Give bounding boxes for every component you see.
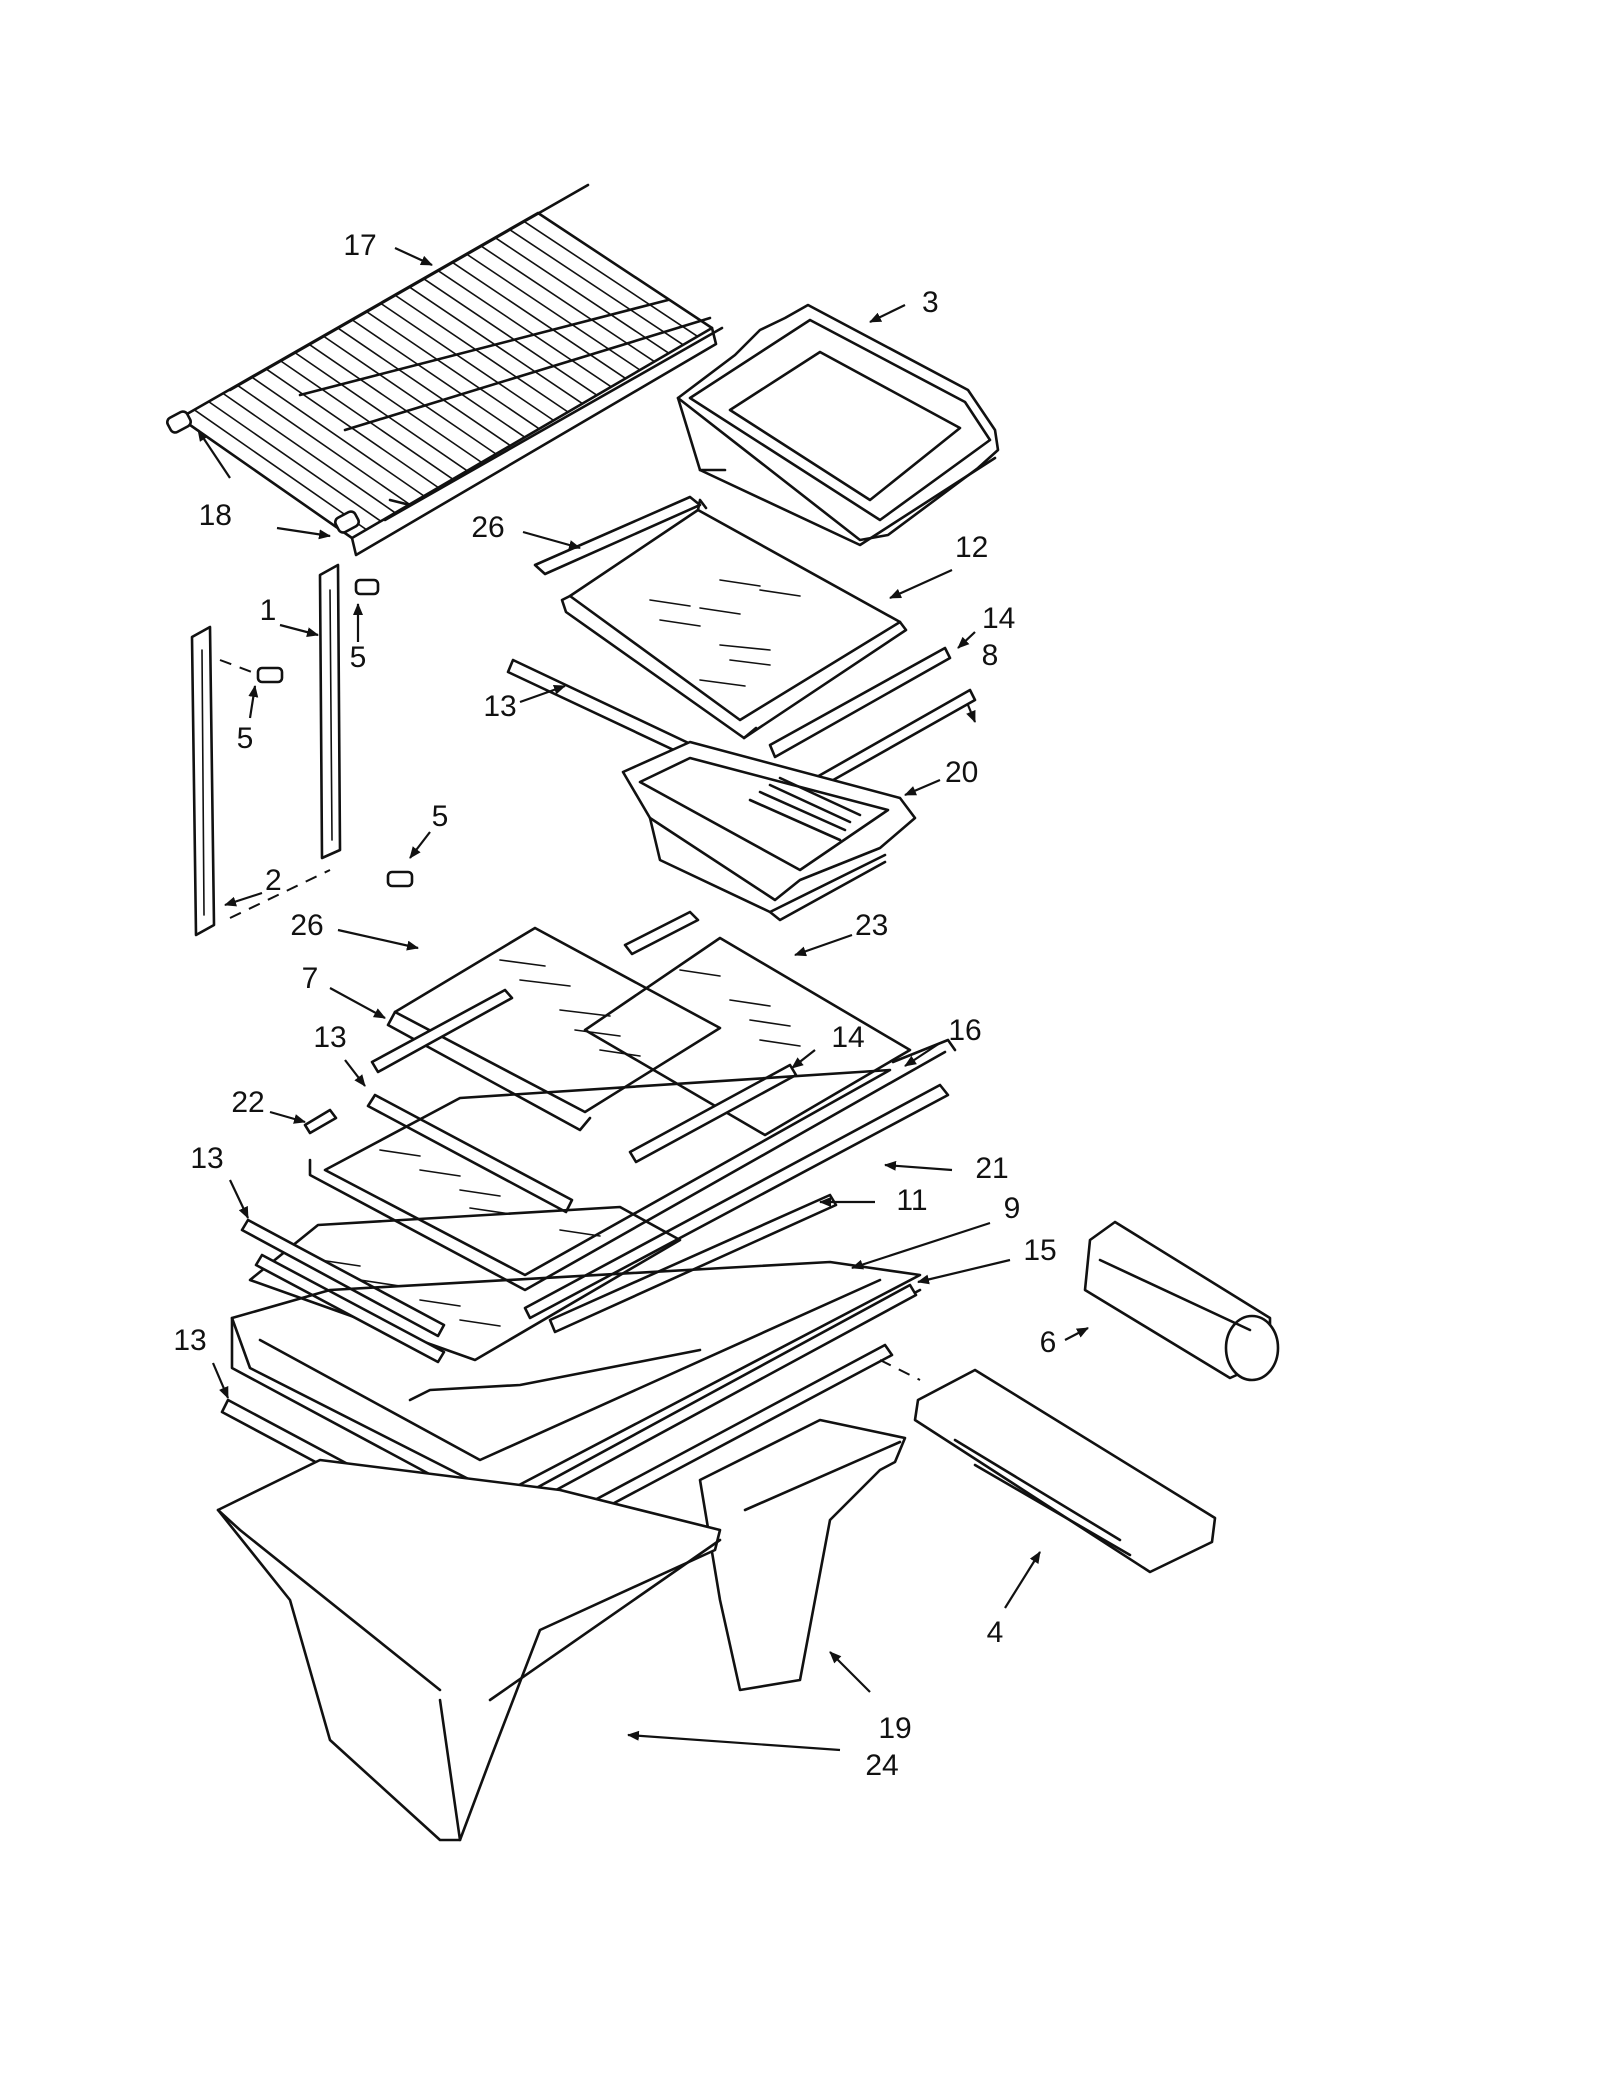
callout-22: 22 [231, 1086, 264, 1119]
callout-1: 1 [260, 594, 277, 627]
shelf-wire [265, 367, 440, 489]
callout-4: 4 [987, 1616, 1004, 1649]
callout-5b: 5 [237, 722, 254, 755]
shelf-wire [293, 351, 469, 472]
shelf-wire [222, 392, 397, 514]
shelf-wire [236, 384, 411, 506]
shelf-wire [393, 294, 569, 413]
screw-5c [386, 870, 414, 888]
shelf-wire [365, 310, 541, 430]
shelf-wire [308, 343, 483, 464]
trim-22 [303, 1108, 338, 1135]
callout-5a: 5 [350, 641, 367, 674]
callout-labels: 17 3 18 26 12 1 5 14 8 13 5 20 5 2 26 23… [173, 229, 1056, 1782]
drawer-19 [698, 1418, 907, 1692]
callout-12: 12 [955, 531, 988, 564]
rail-2 [190, 625, 216, 937]
shelf-wire [479, 245, 656, 363]
shelf-wire [422, 277, 598, 397]
callout-17: 17 [343, 229, 376, 262]
shelf-wire [193, 408, 368, 531]
shelf-wire [537, 212, 713, 329]
shelf-wire [508, 228, 685, 346]
glass-shelf-12 [506, 495, 977, 794]
bin-3 [676, 303, 1000, 547]
trim-14b [628, 1063, 798, 1164]
callout-14b: 14 [831, 1021, 864, 1054]
callout-21: 21 [975, 1152, 1008, 1185]
callout-7: 7 [302, 962, 319, 995]
callout-16: 16 [948, 1014, 981, 1047]
shelf-wire [207, 400, 382, 523]
callout-11: 11 [896, 1184, 927, 1217]
shelf-wire [351, 318, 526, 439]
callout-6: 6 [1040, 1326, 1057, 1359]
crisper-handle-6 [1083, 1220, 1280, 1382]
shelf-wire [250, 376, 425, 497]
callout-8: 8 [982, 639, 999, 672]
shelf-wire [379, 302, 555, 422]
callout-5c: 5 [432, 800, 449, 833]
callout-2: 2 [265, 864, 282, 897]
callout-20: 20 [945, 756, 978, 789]
callout-13d: 13 [173, 1324, 206, 1357]
shelf-wire [436, 269, 613, 388]
callout-19: 19 [878, 1712, 911, 1745]
callout-3: 3 [922, 286, 939, 319]
callout-26b: 26 [290, 909, 323, 942]
callout-13c: 13 [190, 1142, 223, 1175]
callout-23: 23 [855, 909, 888, 942]
callout-15: 15 [1023, 1234, 1056, 1267]
trim-13b [366, 1093, 574, 1214]
shelf-wire [322, 335, 497, 455]
leader-lines [197, 247, 1089, 1752]
trim-13c [240, 1218, 446, 1338]
callout-18: 18 [199, 499, 232, 532]
rail-1 [318, 563, 342, 860]
shelf-wire [465, 253, 641, 371]
shelf-wire [494, 236, 670, 355]
wire-shelf-17 [165, 183, 724, 557]
shelf-wire [179, 417, 353, 539]
shelf-wire [336, 326, 512, 447]
bracket-4 [913, 1368, 1217, 1574]
glass-shelf-7 [370, 926, 722, 1132]
callout-13a: 13 [483, 690, 516, 723]
trim-13d [254, 1253, 446, 1364]
trim-9 [548, 1193, 838, 1334]
shelf-wire [451, 261, 627, 380]
callout-14a: 14 [982, 602, 1015, 635]
crisper-20 [621, 740, 917, 922]
drawer-24 [216, 1458, 722, 1842]
shelf-wire [408, 285, 584, 405]
screw-5a [354, 578, 380, 596]
shelf-wire [279, 359, 454, 481]
glass-shelf-23 [583, 910, 912, 1137]
callout-24: 24 [865, 1749, 898, 1782]
trim-21 [523, 1083, 950, 1320]
crisper-cover [230, 1260, 922, 1552]
glass-shelf-11 [308, 1038, 957, 1292]
callout-9: 9 [1004, 1192, 1021, 1225]
screw-5b [256, 666, 284, 684]
shelf-wire [522, 220, 699, 338]
callout-13b: 13 [313, 1021, 346, 1054]
callout-26a: 26 [471, 511, 504, 544]
